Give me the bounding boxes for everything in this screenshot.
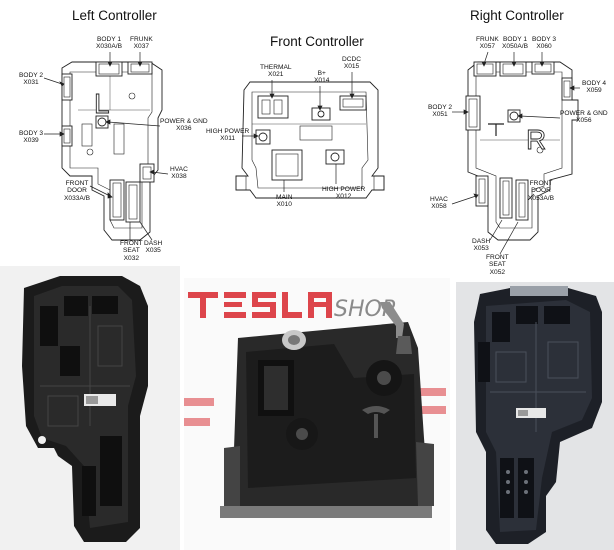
left-controller-letter: L <box>94 88 110 120</box>
front-controller-drawing <box>235 81 385 199</box>
front-controller-title: Front Controller <box>270 34 364 49</box>
controller-diagrams <box>43 51 580 255</box>
right-controller-photo <box>456 282 614 550</box>
left-controller-drawing <box>61 61 163 241</box>
right-controller-drawing <box>465 61 579 241</box>
left-controller-title: Left Controller <box>72 8 157 23</box>
right-controller-letter: R <box>526 124 547 156</box>
left-controller-photo <box>0 266 180 550</box>
front-label-bplus: B+X014 <box>314 70 330 85</box>
front-controller-photo: SHOP <box>184 278 450 550</box>
right-controller-title: Right Controller <box>470 8 564 23</box>
